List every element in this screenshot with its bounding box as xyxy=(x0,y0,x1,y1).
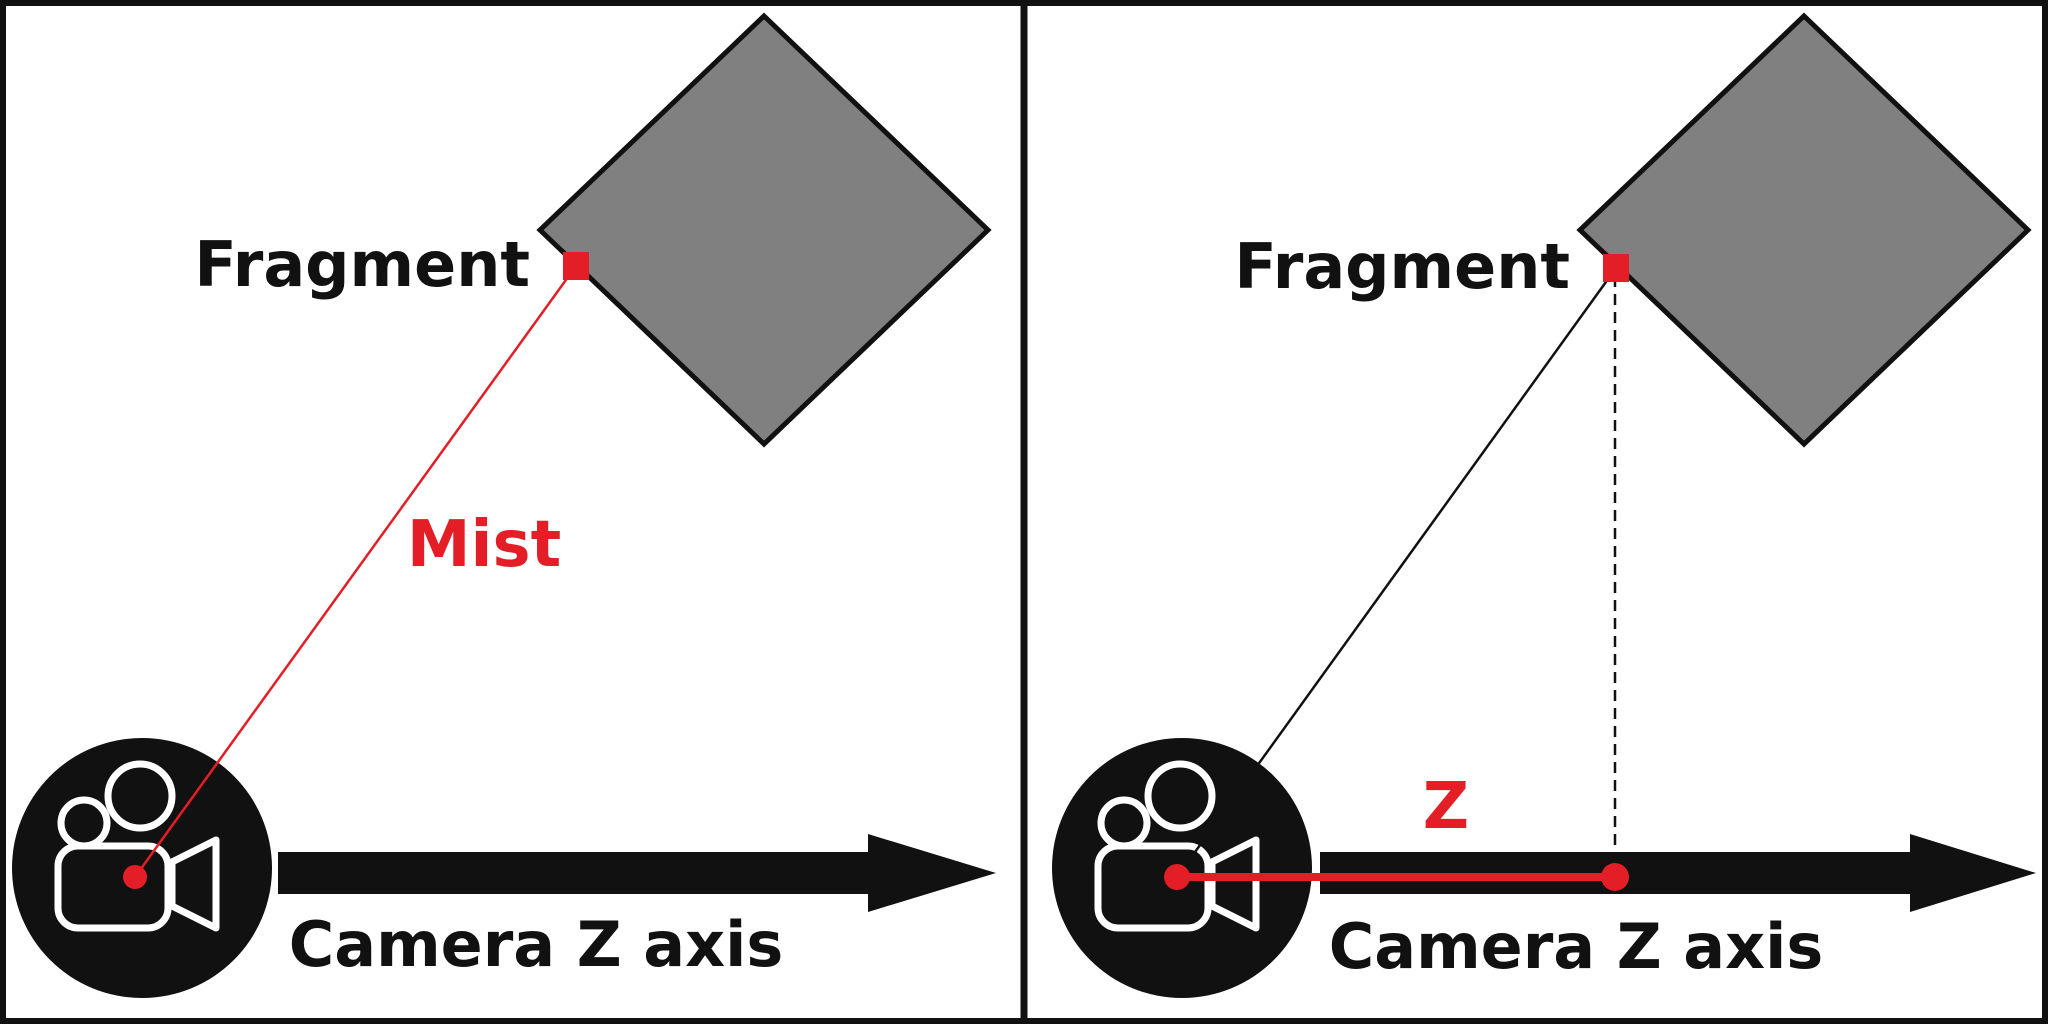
right-panel: Fragment Z Camera Z axis xyxy=(1052,12,2036,998)
camera-origin-point xyxy=(123,865,147,889)
camera-z-axis-arrowhead xyxy=(868,834,996,912)
camera-z-axis-label: Camera Z axis xyxy=(1329,910,1824,983)
fragment-label: Fragment xyxy=(194,228,530,301)
camera-z-axis-label: Camera Z axis xyxy=(289,908,784,981)
diamond-object xyxy=(536,12,992,448)
diamond-object xyxy=(1576,12,2032,448)
fragment-label: Fragment xyxy=(1234,230,1570,303)
left-panel: Fragment Mist Camera Z axis xyxy=(12,12,996,998)
projected-point xyxy=(1601,863,1629,891)
camera-z-axis-arrowhead xyxy=(1910,834,2036,912)
sight-line xyxy=(1175,267,1618,878)
mist-label: Mist xyxy=(407,508,561,582)
camera-origin-point xyxy=(1164,864,1190,890)
fragment-point xyxy=(563,252,589,280)
fragment-point xyxy=(1603,254,1629,282)
camera-z-axis-shaft xyxy=(278,852,878,894)
mist-distance-line xyxy=(133,265,578,878)
z-label: Z xyxy=(1423,770,1469,844)
